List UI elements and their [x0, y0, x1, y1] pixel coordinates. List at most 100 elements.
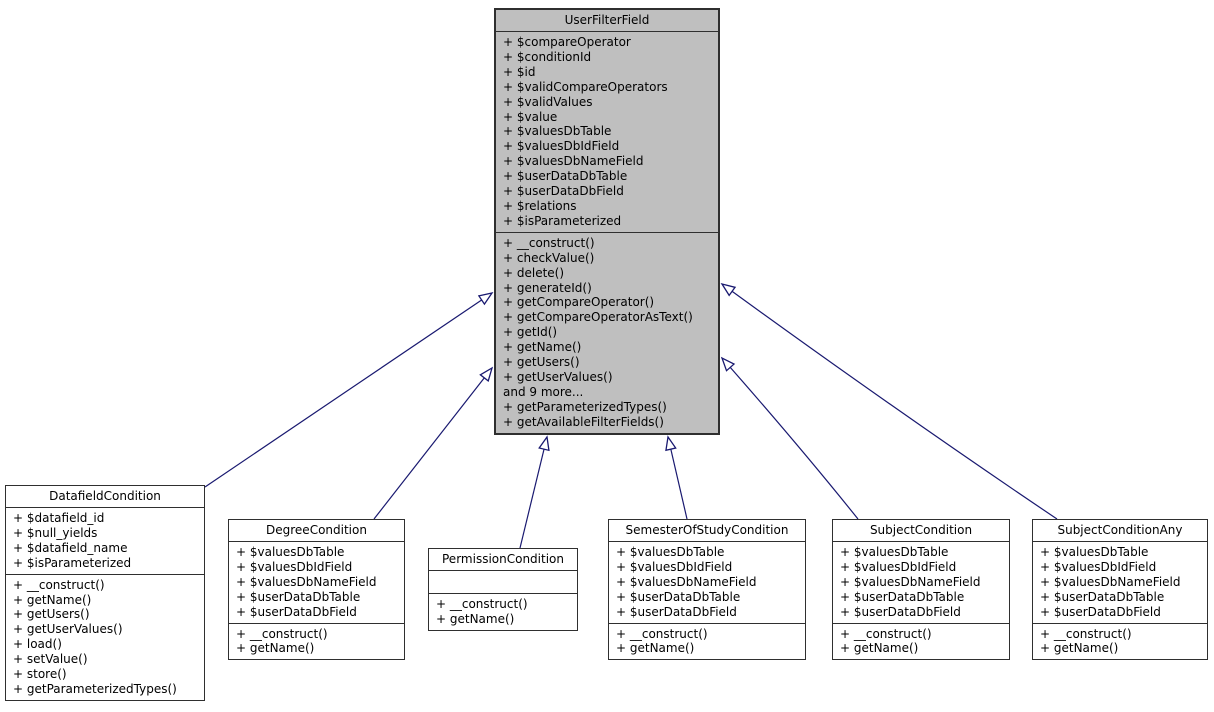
class-node-subjectconditionany[interactable]: SubjectConditionAny+ $valuesDbTable+ $va… — [1032, 519, 1208, 661]
attributes-compartment: + $valuesDbTable+ $valuesDbIdField+ $val… — [1033, 542, 1207, 624]
method-row: + getAvailableFilterFields() — [503, 414, 664, 429]
attribute-row: + $valuesDbIdField — [616, 559, 733, 574]
attribute-row: + $userDataDbField — [1040, 604, 1161, 619]
attribute-row: + $userDataDbField — [503, 184, 624, 199]
method-row: + getName() — [236, 641, 315, 656]
attribute-row: + $valuesDbNameField — [503, 154, 644, 169]
attribute-row: + $userDataDbTable — [236, 589, 361, 604]
attribute-row: + $relations — [503, 198, 577, 213]
method-row: + getName() — [436, 611, 515, 626]
class-node-permissioncondition[interactable]: PermissionCondition + __construct()+ getN… — [428, 548, 578, 631]
attribute-row: + $validValues — [503, 94, 593, 109]
attribute-row: + $userDataDbField — [236, 604, 357, 619]
method-row: + load() — [13, 637, 62, 652]
attributes-compartment: + $valuesDbTable+ $valuesDbIdField+ $val… — [609, 542, 805, 624]
attributes-compartment: + $valuesDbTable+ $valuesDbIdField+ $val… — [833, 542, 1009, 624]
attributes-compartment: + $compareOperator+ $conditionId+ $id+ $… — [496, 32, 718, 233]
attributes-compartment — [429, 571, 577, 594]
attribute-row: + $valuesDbTable — [236, 545, 345, 559]
method-row: + getName() — [1040, 641, 1119, 656]
class-node-degreecondition[interactable]: DegreeCondition+ $valuesDbTable+ $values… — [228, 519, 405, 661]
attribute-row: + $valuesDbNameField — [1040, 574, 1181, 589]
method-row: + __construct() — [436, 597, 528, 611]
attribute-row: + $valuesDbIdField — [1040, 559, 1157, 574]
attribute-row: + $valuesDbTable — [616, 545, 725, 559]
methods-compartment: + __construct()+ getName() — [429, 594, 577, 630]
class-title: SubjectConditionAny — [1033, 520, 1207, 542]
attribute-row: + $valuesDbNameField — [616, 574, 757, 589]
attribute-row: + $valuesDbNameField — [236, 574, 377, 589]
attribute-row: + $valuesDbIdField — [503, 139, 620, 154]
class-title: DatafieldCondition — [6, 486, 204, 508]
inheritance-arrow-subjectcondition-to-userfilterfield — [720, 356, 859, 520]
methods-compartment: + __construct()+ getName()+ getUsers()+ … — [6, 575, 204, 700]
method-row: + delete() — [503, 265, 565, 280]
method-row: + __construct() — [13, 577, 105, 592]
class-title: UserFilterField — [496, 10, 718, 32]
attribute-row: + $valuesDbNameField — [840, 574, 981, 589]
method-row: + __construct() — [1040, 626, 1132, 641]
class-node-datafieldcondition[interactable]: DatafieldCondition+ $datafield_id+ $null… — [5, 485, 205, 701]
method-row: + getUsers() — [13, 607, 90, 622]
method-row: + __construct() — [840, 626, 932, 641]
attribute-row: + $conditionId — [503, 49, 592, 64]
attribute-row: + $userDataDbTable — [616, 589, 741, 604]
attributes-compartment: + $datafield_id+ $null_yields+ $datafiel… — [6, 508, 204, 575]
attribute-row: + $valuesDbIdField — [840, 559, 957, 574]
method-row: + getParameterizedTypes() — [503, 399, 667, 414]
method-row: + getParameterizedTypes() — [13, 681, 177, 696]
methods-compartment: + __construct()+ getName() — [833, 624, 1009, 660]
attribute-row: + $value — [503, 109, 558, 124]
method-row: + getId() — [503, 325, 558, 340]
inheritance-arrow-subjectconditionany-to-userfilterfield — [720, 282, 1058, 520]
class-title: PermissionCondition — [429, 549, 577, 571]
class-node-semesterofstudycondition[interactable]: SemesterOfStudyCondition+ $valuesDbTable… — [608, 519, 806, 661]
attribute-row: + $datafield_name — [13, 540, 128, 555]
attribute-row: + $userDataDbTable — [840, 589, 965, 604]
inheritance-arrow-permissioncondition-to-userfilterfield — [519, 435, 550, 549]
class-title: DegreeCondition — [229, 520, 404, 542]
method-row: + __construct() — [503, 235, 595, 250]
methods-compartment: + __construct()+ getName() — [229, 624, 404, 660]
attribute-row: + $isParameterized — [13, 555, 132, 570]
attribute-row: + $null_yields — [13, 525, 98, 540]
methods-compartment: + __construct()+ getName() — [609, 624, 805, 660]
method-row: + getUserValues() — [13, 622, 123, 637]
attribute-row: + $isParameterized — [503, 213, 622, 228]
methods-compartment: + __construct()+ checkValue()+ delete()+… — [496, 233, 718, 433]
attribute-row: + $compareOperator — [503, 35, 631, 49]
attribute-row: + $userDataDbTable — [1040, 589, 1165, 604]
method-row: + setValue() — [13, 652, 88, 667]
method-row: + getName() — [616, 641, 695, 656]
attribute-row: + $valuesDbTable — [1040, 545, 1149, 559]
method-row: + getUsers() — [503, 355, 580, 370]
attribute-row: + $userDataDbField — [840, 604, 961, 619]
attribute-row: + $validCompareOperators — [503, 79, 668, 94]
method-row: + __construct() — [616, 626, 708, 641]
attributes-compartment: + $valuesDbTable+ $valuesDbIdField+ $val… — [229, 542, 404, 624]
class-node-userfilterfield[interactable]: UserFilterField+ $compareOperator+ $cond… — [494, 8, 720, 435]
method-row: and 9 more... — [503, 384, 584, 399]
method-row: + getName() — [13, 592, 92, 607]
method-row: + generateId() — [503, 280, 592, 295]
method-row: + __construct() — [236, 626, 328, 641]
class-title: SemesterOfStudyCondition — [609, 520, 805, 542]
method-row: + checkValue() — [503, 250, 595, 265]
attribute-row: + $datafield_id — [13, 511, 105, 525]
attribute-row: + $id — [503, 64, 536, 79]
method-row: + getUserValues() — [503, 369, 613, 384]
attribute-row: + $valuesDbTable — [503, 124, 612, 139]
inheritance-arrow-datafieldcondition-to-userfilterfield — [204, 292, 494, 488]
inheritance-arrow-degreecondition-to-userfilterfield — [373, 366, 494, 520]
method-row: + getCompareOperatorAsText() — [503, 310, 693, 325]
inheritance-arrow-semesterofstudycondition-to-userfilterfield — [665, 435, 688, 520]
method-row: + store() — [13, 667, 67, 682]
class-node-subjectcondition[interactable]: SubjectCondition+ $valuesDbTable+ $value… — [832, 519, 1010, 661]
method-row: + getName() — [503, 340, 582, 355]
attribute-row: + $valuesDbIdField — [236, 559, 353, 574]
method-row: + getName() — [840, 641, 919, 656]
attribute-row: + $userDataDbField — [616, 604, 737, 619]
methods-compartment: + __construct()+ getName() — [1033, 624, 1207, 660]
class-title: SubjectCondition — [833, 520, 1009, 542]
